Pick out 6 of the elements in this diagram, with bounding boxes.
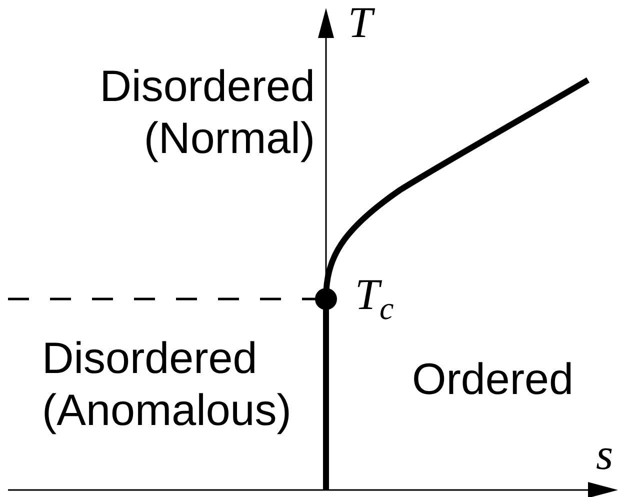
axis-label: s	[596, 433, 614, 477]
axis-label: T	[348, 1, 372, 45]
phase-label: Disordered (Normal)	[98, 61, 315, 165]
point-label: T$_{c}$	[355, 273, 394, 317]
phase-label: Ordered	[412, 354, 574, 406]
phase-label: Disordered (Anomalous)	[42, 333, 292, 437]
